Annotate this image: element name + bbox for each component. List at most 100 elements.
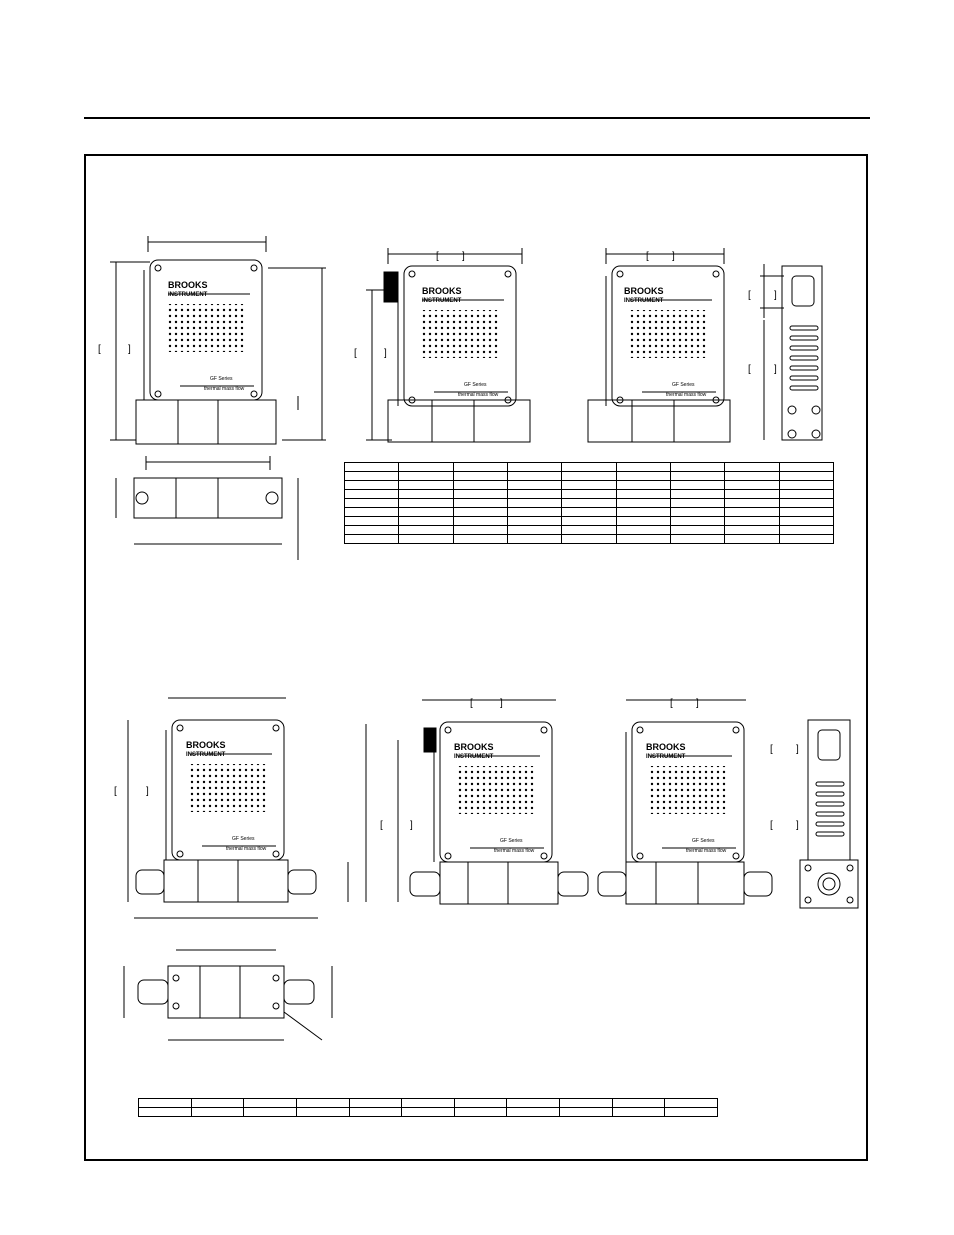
- table-cell: [348, 1098, 403, 1108]
- table-cell: [398, 525, 454, 535]
- table-cell: [506, 1098, 560, 1108]
- table-cell: [343, 525, 400, 535]
- table-cell: [506, 525, 563, 535]
- table-cell: [343, 507, 400, 517]
- table-cell: [138, 1098, 192, 1108]
- svg-text:[: [: [670, 698, 673, 709]
- table-cell: [724, 516, 780, 526]
- table-cell: [559, 1107, 613, 1117]
- table-cell: [343, 534, 400, 544]
- table-cell: [398, 498, 454, 508]
- table-cell: [452, 507, 508, 517]
- table-cell: [398, 489, 454, 499]
- table-row: [343, 462, 835, 472]
- subtitle-label: thermal mass flow: [686, 848, 727, 854]
- table-cell: [778, 480, 835, 490]
- device-bottom-1: BROOKS INSTRUMENT GF Series thermal mass…: [135, 719, 317, 903]
- table-cell: [452, 525, 508, 535]
- svg-text:]: ]: [696, 698, 699, 709]
- table-cell: [343, 516, 400, 526]
- brand-sub-label: INSTRUMENT: [646, 754, 686, 760]
- table-row: [343, 480, 835, 490]
- series-label: GF Series: [232, 836, 255, 842]
- table-cell: [778, 498, 835, 508]
- table-row: [343, 507, 835, 517]
- table-cell: [615, 489, 671, 499]
- dimension-table-top: [343, 462, 835, 544]
- table-cell: [615, 516, 671, 526]
- table-row: [343, 534, 835, 544]
- table-cell: [615, 507, 671, 517]
- brand-sub-label: INSTRUMENT: [186, 752, 226, 758]
- table-cell: [398, 516, 454, 526]
- table-cell: [724, 471, 780, 481]
- table-cell: [724, 534, 780, 544]
- svg-text:[: [: [770, 820, 773, 831]
- brand-sub-label: INSTRUMENT: [624, 298, 664, 304]
- table-cell: [343, 471, 400, 481]
- table-cell: [664, 1098, 718, 1108]
- table-cell: [778, 471, 835, 481]
- table-cell: [615, 480, 671, 490]
- svg-text:]: ]: [796, 820, 799, 831]
- svg-text:]: ]: [462, 251, 465, 262]
- brand-label: BROOKS: [168, 280, 208, 290]
- table-cell: [615, 498, 671, 508]
- device-top-3: BROOKS INSTRUMENT GF Series thermal mass…: [587, 265, 731, 443]
- table-cell: [452, 534, 508, 544]
- dims-top-3: [ ]: [605, 248, 725, 264]
- dims-bottom-2: [ ] [ ]: [380, 698, 556, 902]
- subtitle-label: thermal mass flow: [226, 846, 267, 852]
- table-cell: [778, 534, 835, 544]
- table-cell: [724, 498, 780, 508]
- table-cell: [669, 534, 726, 544]
- table-cell: [295, 1098, 350, 1108]
- table-cell: [724, 480, 780, 490]
- figure-frame: [84, 154, 868, 1161]
- dims-bottom-1: [ ]: [114, 697, 367, 919]
- table-cell: [506, 489, 563, 499]
- table-cell: [190, 1107, 245, 1117]
- svg-text:[: [: [436, 251, 439, 262]
- dims-top-1: [ ]: [98, 236, 326, 441]
- brand-label: BROOKS: [186, 740, 226, 750]
- table-cell: [343, 498, 400, 508]
- table-cell: [669, 525, 726, 535]
- table-cell: [453, 1098, 508, 1108]
- table-cell: [343, 489, 400, 499]
- table-row: [343, 489, 835, 499]
- device-top-1: BROOKS INSTRUMENT GF Series thermal mass…: [135, 259, 277, 445]
- table-cell: [398, 462, 454, 472]
- table-row: [138, 1107, 718, 1117]
- table-cell: [452, 489, 508, 499]
- table-cell: [343, 480, 400, 490]
- table-cell: [615, 471, 671, 481]
- subtitle-label: thermal mass flow: [494, 848, 535, 854]
- table-cell: [506, 534, 563, 544]
- table-cell: [452, 498, 508, 508]
- brand-label: BROOKS: [646, 742, 686, 752]
- table-cell: [343, 462, 400, 472]
- device-top-2: BROOKS INSTRUMENT GF Series thermal mass…: [383, 265, 531, 443]
- svg-text:]: ]: [384, 348, 387, 359]
- brand-sub-label: INSTRUMENT: [422, 298, 462, 304]
- table-cell: [398, 507, 454, 517]
- table-cell: [561, 489, 617, 499]
- table-cell: [611, 1098, 666, 1108]
- table-cell: [669, 462, 726, 472]
- table-cell: [559, 1098, 613, 1108]
- svg-text:]: ]: [410, 820, 413, 831]
- subtitle-label: thermal mass flow: [666, 392, 707, 398]
- table-cell: [561, 462, 617, 472]
- table-cell: [452, 471, 508, 481]
- table-cell: [611, 1107, 666, 1117]
- svg-text:]: ]: [146, 786, 149, 797]
- table-cell: [669, 498, 726, 508]
- brand-sub-label: INSTRUMENT: [454, 754, 494, 760]
- table-cell: [724, 507, 780, 517]
- table-cell: [506, 462, 563, 472]
- side-panel-bottom: [ ] [ ]: [770, 719, 859, 909]
- svg-text:]: ]: [672, 251, 675, 262]
- bottom-view-bottom: [123, 949, 333, 1041]
- table-cell: [506, 507, 563, 517]
